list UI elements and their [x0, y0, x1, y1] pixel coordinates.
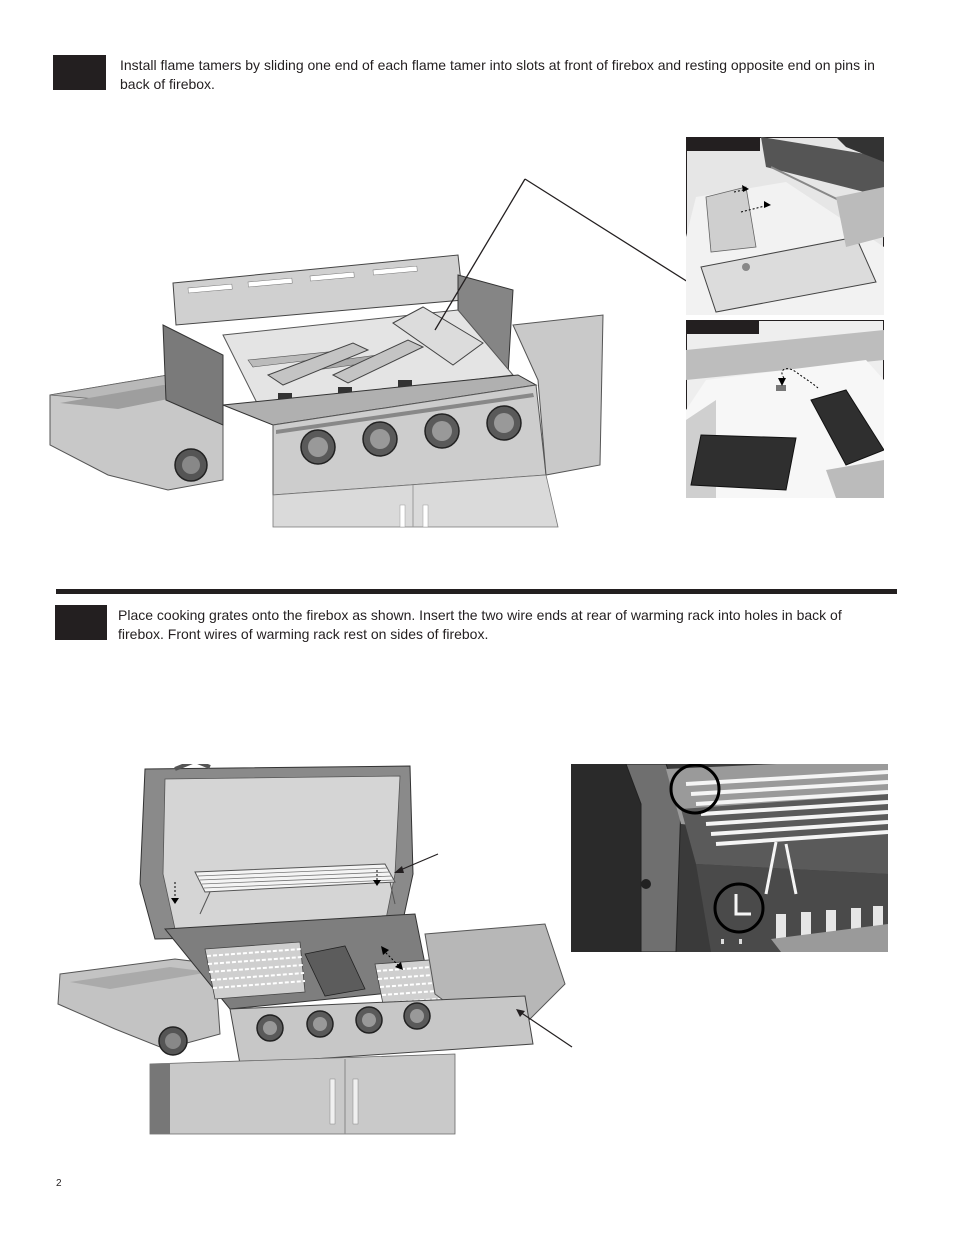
grill-cooking-grates-illustration — [57, 764, 566, 1135]
page-number: 2 — [56, 1178, 62, 1189]
rear-wire-hole-highlight — [669, 764, 721, 815]
flame-tamer-rear-pin-detail — [686, 320, 884, 498]
flame-tamer-front-slot-detail — [686, 137, 884, 315]
grill-flame-tamer-illustration — [49, 254, 604, 528]
detail-label-bar — [686, 320, 759, 334]
step-2-instruction: Place cooking grates onto the firebox as… — [118, 607, 842, 642]
front-wire-rest-highlight — [713, 882, 765, 934]
flame-tamer-right — [810, 389, 884, 466]
right-side-shelf — [512, 314, 604, 476]
flame-tamer-exposed — [304, 945, 366, 997]
flame-tamer-inserting — [392, 306, 484, 366]
cart-doors — [149, 1053, 456, 1135]
detail-label-bar — [686, 137, 760, 151]
step-1-number-box — [53, 55, 106, 90]
cooking-grate-bars — [771, 906, 888, 952]
cart-doors — [272, 474, 559, 528]
cooking-grate-left — [204, 941, 306, 1000]
warming-rack-wires — [685, 770, 888, 916]
step-2-callout-lines — [394, 853, 573, 1048]
section-divider — [56, 589, 897, 594]
control-panel — [229, 995, 534, 1065]
flame-tamer-sliding — [700, 236, 877, 313]
step-2-number-box — [55, 605, 107, 640]
flame-tamer-left — [690, 434, 797, 491]
step-1-instruction: Install flame tamers by sliding one end … — [120, 57, 875, 92]
firebox-side-wall — [625, 764, 682, 952]
warming-rack-detail — [571, 764, 888, 952]
warming-rack — [194, 863, 396, 915]
